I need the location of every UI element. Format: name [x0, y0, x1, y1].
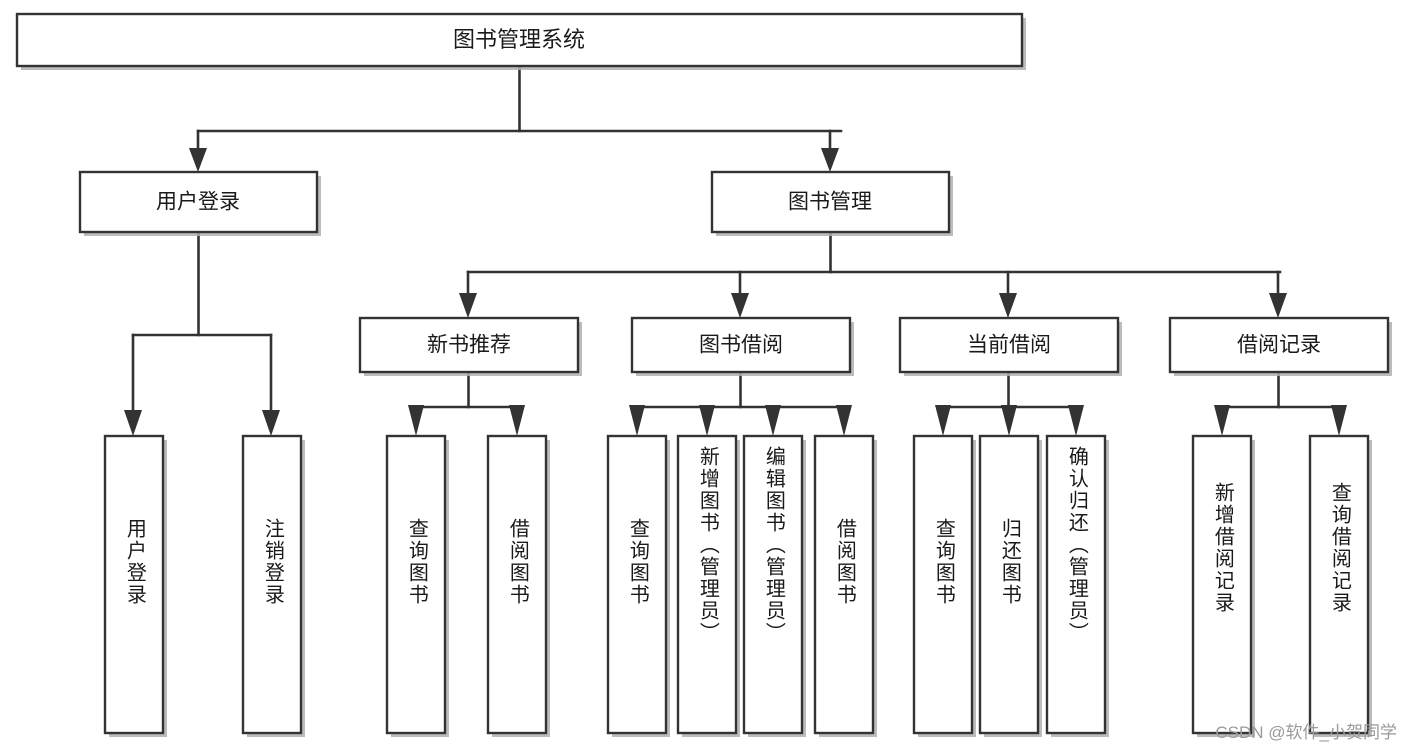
leaf-box-10[interactable]	[978, 434, 1040, 735]
arrow-borrow-leaf-4	[836, 405, 852, 436]
current-borrow-label: 当前借阅	[967, 334, 1051, 357]
node-borrow-record[interactable]: 借阅记录	[1168, 316, 1392, 376]
arrow-borrow-leaf-3	[765, 405, 781, 436]
arrow-newbook-leaf-1	[408, 405, 424, 436]
leaf-box-8[interactable]	[813, 434, 875, 735]
leaf-box-13[interactable]	[1308, 434, 1370, 735]
csdn-watermark: CSDN @软件_小贺同学	[1215, 723, 1397, 742]
arrow-to-newbook	[459, 293, 477, 318]
leaf-box-5[interactable]	[606, 434, 668, 735]
arrow-user-leaf-1	[124, 410, 142, 436]
connector-group	[124, 64, 1347, 436]
arrow-current-leaf-1	[935, 405, 951, 436]
arrow-borrow-leaf-2	[699, 405, 715, 436]
arrow-to-current	[999, 293, 1017, 318]
book-management-label: 图书管理	[788, 191, 872, 214]
leaf-box-group	[103, 434, 1372, 737]
arrow-current-leaf-3	[1068, 405, 1084, 436]
arrow-record-leaf-2	[1331, 405, 1347, 436]
leaf-box-7[interactable]	[742, 434, 804, 735]
leaf-box-2[interactable]	[241, 434, 303, 735]
arrow-record-leaf-1	[1214, 405, 1230, 436]
book-management-box[interactable]	[710, 170, 951, 234]
arrow-borrow-leaf-1	[629, 405, 645, 436]
user-login-label: 用户登录	[156, 191, 240, 214]
book-borrow-box[interactable]	[630, 316, 852, 374]
arrow-newbook-leaf-2	[509, 405, 525, 436]
node-root[interactable]: 图书管理系统	[15, 12, 1026, 70]
arrow-root-to-bookmgmt	[821, 148, 839, 172]
node-book-borrow[interactable]: 图书借阅	[630, 316, 854, 376]
borrow-record-label: 借阅记录	[1237, 334, 1321, 357]
root-label: 图书管理系统	[453, 27, 585, 52]
leaf-box-4[interactable]	[486, 434, 548, 735]
leaf-box-1[interactable]	[103, 434, 165, 735]
leaf-box-9[interactable]	[912, 434, 974, 735]
book-borrow-label: 图书借阅	[699, 334, 783, 357]
arrow-root-to-user	[189, 148, 207, 172]
new-book-recommend-label: 新书推荐	[427, 334, 511, 357]
leaf-box-11[interactable]	[1045, 434, 1107, 735]
node-new-book-recommend[interactable]: 新书推荐	[358, 316, 582, 376]
arrow-current-leaf-2	[1001, 405, 1017, 436]
node-book-management[interactable]: 图书管理	[710, 170, 953, 236]
leaf-box-3[interactable]	[385, 434, 447, 735]
leaf-box-6[interactable]	[676, 434, 738, 735]
new-book-recommend-box[interactable]	[358, 316, 580, 374]
arrow-to-borrow	[731, 293, 749, 318]
arrow-user-leaf-2	[262, 410, 280, 436]
arrow-to-record	[1269, 293, 1287, 318]
root-box[interactable]	[15, 12, 1024, 68]
node-user-login[interactable]: 用户登录	[78, 170, 321, 236]
borrow-record-box[interactable]	[1168, 316, 1390, 374]
current-borrow-box[interactable]	[898, 316, 1120, 374]
node-current-borrow[interactable]: 当前借阅	[898, 316, 1122, 376]
user-login-box[interactable]	[78, 170, 319, 234]
leaf-box-12[interactable]	[1191, 434, 1253, 735]
